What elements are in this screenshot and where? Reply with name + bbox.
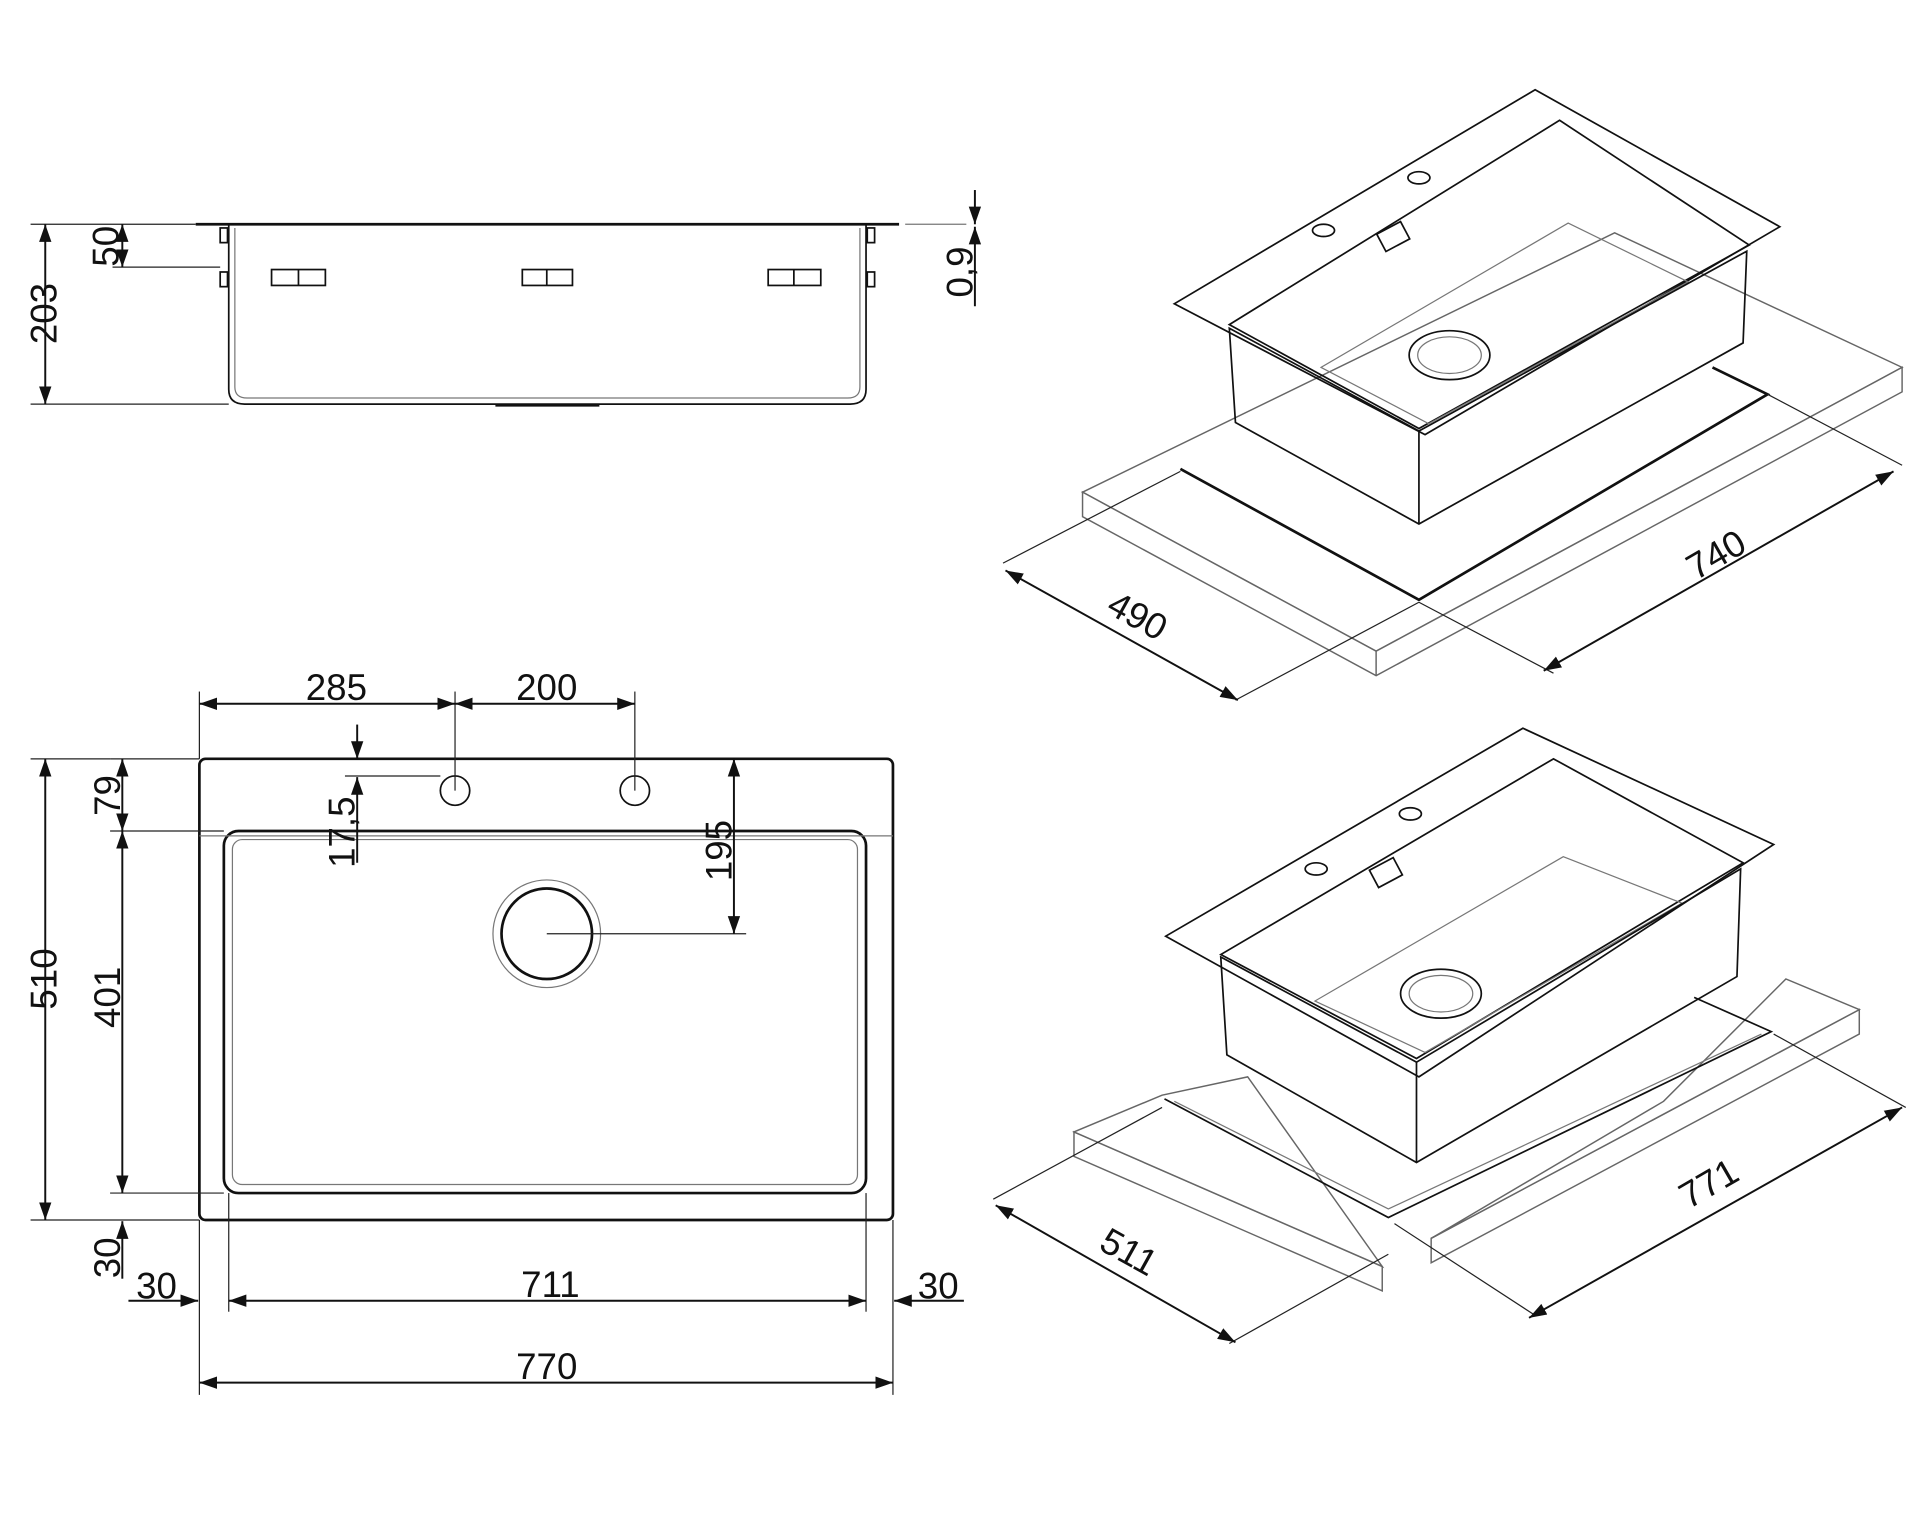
dim-overall-depth: 510	[23, 948, 64, 1009]
dim-tap-hole-from-edge: 17,5	[322, 797, 363, 868]
dim-flange-thickness: 0,9	[939, 246, 980, 297]
top-view: 285 200 79 17,5 195 510 401 30 30 711 30	[23, 667, 964, 1395]
dim-left-margin: 30	[136, 1265, 177, 1306]
tap-hole	[1311, 223, 1336, 238]
clip	[767, 268, 822, 287]
dim-flush-cutout-depth: 511	[1093, 1220, 1164, 1284]
dim-tap-hole-offset: 285	[306, 667, 367, 708]
iso-flush-mount-view: 511 771	[992, 727, 1907, 1345]
dim-flange-to-clip: 50	[86, 226, 127, 267]
clip	[270, 268, 327, 287]
drain	[1408, 329, 1491, 381]
dim-flush-cutout-width: 771	[1672, 1150, 1746, 1216]
drain	[1399, 968, 1483, 1020]
dim-rear-margin: 79	[87, 775, 128, 816]
tap-hole	[1398, 806, 1423, 821]
dim-cutout-width: 740	[1679, 522, 1753, 588]
dim-front-margin: 30	[87, 1237, 128, 1278]
tap-hole	[1304, 861, 1329, 876]
tap-hole	[1407, 170, 1431, 185]
iso-top-mount-view: 490 740	[1002, 88, 1904, 701]
dim-tap-hole-spacing: 200	[516, 667, 577, 708]
dim-cutout-depth: 490	[1101, 583, 1174, 649]
dim-bowl-width: 711	[521, 1264, 580, 1305]
clip	[521, 268, 574, 287]
dim-height-total: 203	[23, 283, 64, 344]
dim-right-margin: 30	[918, 1265, 959, 1306]
side-view: 203 50 0,9	[23, 190, 982, 407]
dim-overall-width: 770	[516, 1346, 577, 1387]
dim-bowl-depth: 401	[87, 967, 128, 1028]
dim-drain-from-rear: 195	[698, 820, 739, 881]
